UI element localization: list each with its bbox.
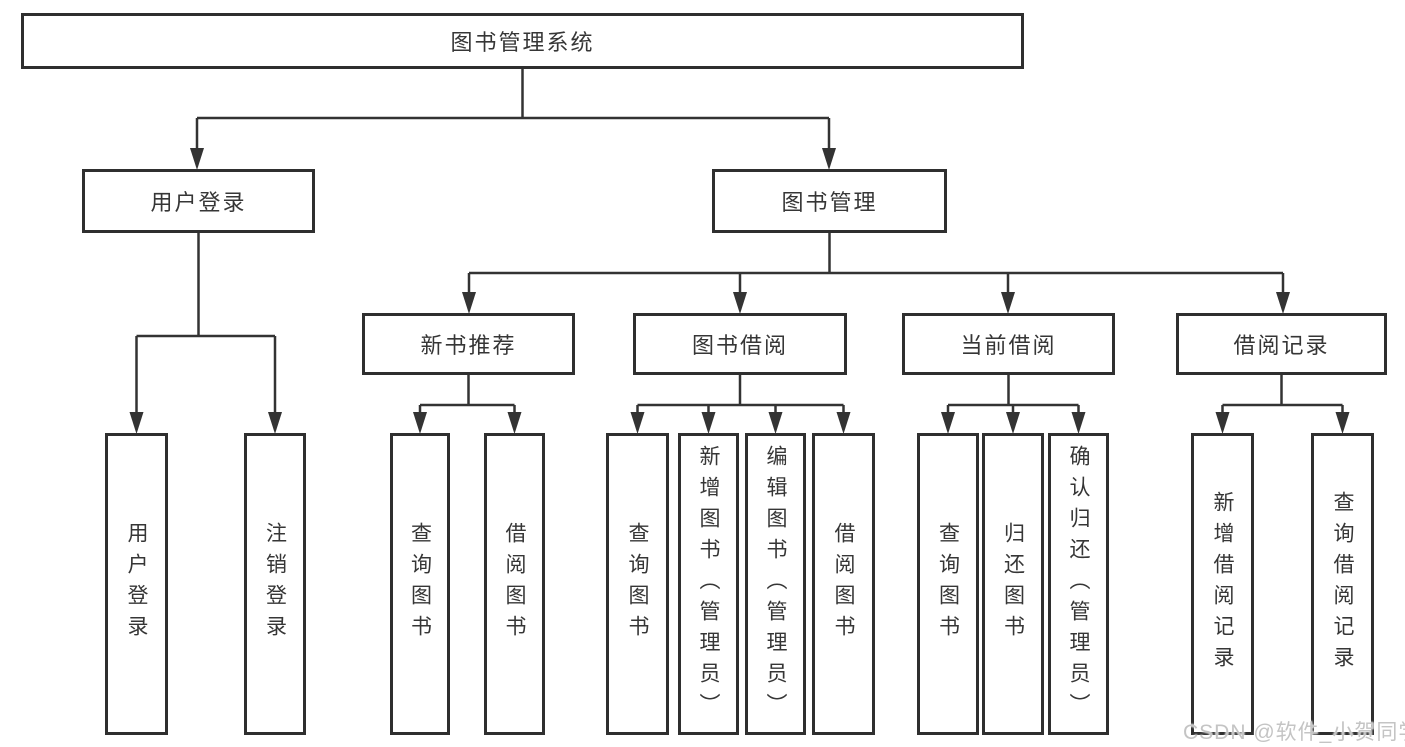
node-borrow-records: 借阅记录 [1176,313,1387,375]
arrow-down-icons [129,148,1350,434]
leaf-query-books-current: 查询图书 [917,433,979,735]
leaf-borrow-books: 借阅图书 [812,433,875,735]
leaf-edit-books-admin: 编辑图书（管理员） [745,433,806,735]
node-root-library-system: 图书管理系统 [21,13,1024,69]
node-user-login: 用户登录 [82,169,315,233]
leaf-user-login: 用户登录 [105,433,168,735]
leaf-add-borrow-record: 新增借阅记录 [1191,433,1254,735]
leaf-borrow-books-recommend: 借阅图书 [484,433,545,735]
leaf-query-borrow-record: 查询借阅记录 [1311,433,1374,735]
node-book-management: 图书管理 [712,169,947,233]
leaf-return-books: 归还图书 [982,433,1044,735]
leaf-query-books-recommend: 查询图书 [390,433,450,735]
leaf-logout: 注销登录 [244,433,306,735]
node-current-borrow: 当前借阅 [902,313,1115,375]
leaf-add-books-admin: 新增图书（管理员） [678,433,739,735]
csdn-watermark: CSDN @软件_小贺同学 [1183,721,1405,744]
node-book-borrow: 图书借阅 [633,313,847,375]
node-new-book-recommend: 新书推荐 [362,313,575,375]
leaf-confirm-return-admin: 确认归还（管理员） [1048,433,1109,735]
leaf-query-books-borrow: 查询图书 [606,433,669,735]
